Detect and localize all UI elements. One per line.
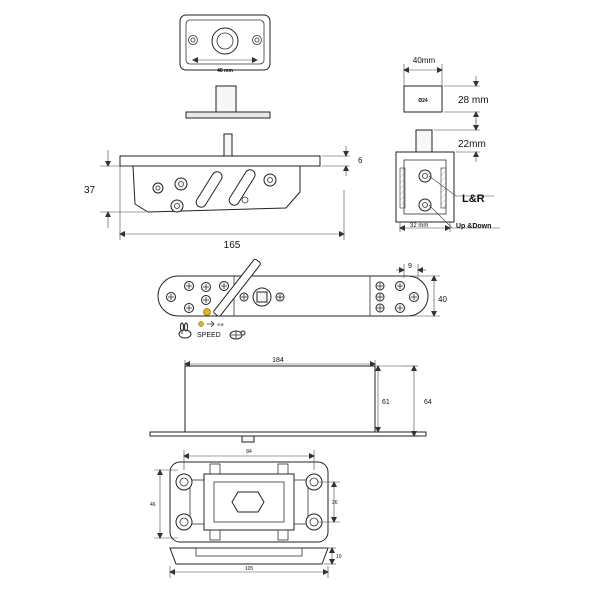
svg-text:⊖⊕: ⊖⊕ <box>217 322 224 327</box>
dim-64: 64 <box>424 399 432 406</box>
label-up-and-down: Up &Down <box>456 223 491 230</box>
dim-22mm: 22mm <box>458 139 486 150</box>
dim-6: 6 <box>358 156 363 165</box>
dim-46: 46 <box>150 502 156 508</box>
dim-48mm: 48 mm <box>217 68 233 74</box>
dim-32mm: 32 mm <box>410 223 428 229</box>
dim-10: 10 <box>336 554 342 560</box>
speed-indicator-dot <box>203 308 211 316</box>
body-side-view: 6 37 165 <box>84 133 363 251</box>
dim-37: 37 <box>84 185 96 196</box>
dim-28mm: 28 mm <box>458 95 489 106</box>
dim-o24: Ø24 <box>418 98 428 104</box>
end-view-group: Ø24 40mm 28 mm 22mm L&R Up &Down <box>395 56 500 232</box>
body-front-elevation: 184 61 64 <box>149 357 432 443</box>
dim-9: 9 <box>408 263 412 270</box>
label-speed: SPEED <box>197 332 221 339</box>
dim-40mm: 40mm <box>413 56 436 65</box>
dim-105: 105 <box>245 566 254 572</box>
top-flange-plate-view: 48 mm <box>179 14 271 74</box>
flange-plate-side-view <box>185 85 271 119</box>
dim-84: 84 <box>246 449 252 455</box>
dim-165: 165 <box>224 240 241 251</box>
pivot-plate-side-view: 10 105 <box>169 547 342 578</box>
dim-184: 184 <box>272 357 284 364</box>
pivot-plate-top-view: 84 46 26 <box>150 449 340 543</box>
rabbit-icon <box>178 322 192 339</box>
dim-26: 26 <box>332 500 338 506</box>
body-top-view: 9 40 ⊖⊕ SPEED <box>157 258 447 340</box>
dim-61: 61 <box>382 399 390 406</box>
dim-40: 40 <box>438 295 447 304</box>
label-l-and-r: L&R <box>462 193 485 205</box>
turtle-icon <box>229 330 246 340</box>
